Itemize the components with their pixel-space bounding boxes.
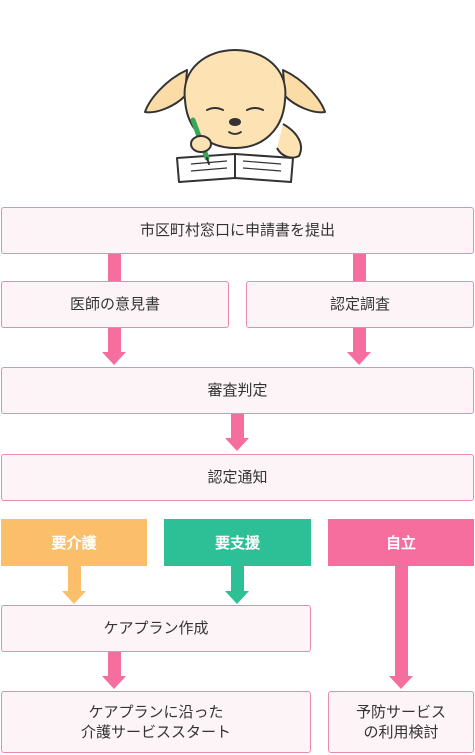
connector-plan-to-service <box>108 652 121 676</box>
connector-support-to-plan <box>231 566 244 591</box>
connector-doctor-to-screening <box>108 328 121 352</box>
arrow-care-to-plan <box>62 591 86 604</box>
step-certification-survey: 認定調査 <box>246 281 474 328</box>
step-prevention-service: 予防サービス の利用検討 <box>328 691 474 753</box>
connector-submit-to-doctor <box>108 254 121 281</box>
step-notice: 認定通知 <box>1 454 474 501</box>
step-screening: 審査判定 <box>1 367 474 414</box>
step-care-plan-label: ケアプラン作成 <box>103 619 209 638</box>
result-care-needed-label: 要介護 <box>51 534 97 552</box>
step-doctor-opinion-label: 医師の意見書 <box>69 295 160 314</box>
arrow-independent-to-prevention <box>389 676 413 689</box>
step-doctor-opinion: 医師の意見書 <box>1 281 229 328</box>
connector-submit-to-survey <box>353 254 366 281</box>
result-care-needed: 要介護 <box>1 519 147 566</box>
step-service-start: ケアプランに沿った 介護サービススタート <box>1 691 311 753</box>
step-care-plan: ケアプラン作成 <box>1 605 311 652</box>
arrow-plan-to-service <box>102 676 126 689</box>
step-screening-label: 審査判定 <box>207 381 268 400</box>
step-submit-label: 市区町村窓口に申請書を提出 <box>139 221 335 240</box>
arrow-screening-to-notice <box>225 438 249 451</box>
result-independent: 自立 <box>328 519 474 566</box>
result-support-needed: 要支援 <box>164 519 311 566</box>
result-support-needed-label: 要支援 <box>214 534 260 552</box>
arrow-survey-to-screening <box>347 352 371 365</box>
step-certification-survey-label: 認定調査 <box>329 295 390 314</box>
arrow-support-to-plan <box>225 591 249 604</box>
connector-screening-to-notice <box>231 414 244 438</box>
connector-survey-to-screening <box>353 328 366 352</box>
step-prevention-service-label: 予防サービス の利用検討 <box>355 702 446 741</box>
arrow-doctor-to-screening <box>102 352 126 365</box>
puppy-writing-in-notebook-icon <box>144 48 326 183</box>
step-notice-label: 認定通知 <box>207 468 268 487</box>
result-independent-label: 自立 <box>385 534 416 552</box>
step-service-start-label: ケアプランに沿った 介護サービススタート <box>80 702 231 741</box>
step-submit-application: 市区町村窓口に申請書を提出 <box>1 207 474 254</box>
connector-care-to-plan <box>68 566 81 591</box>
connector-independent-to-prevention <box>395 566 408 676</box>
